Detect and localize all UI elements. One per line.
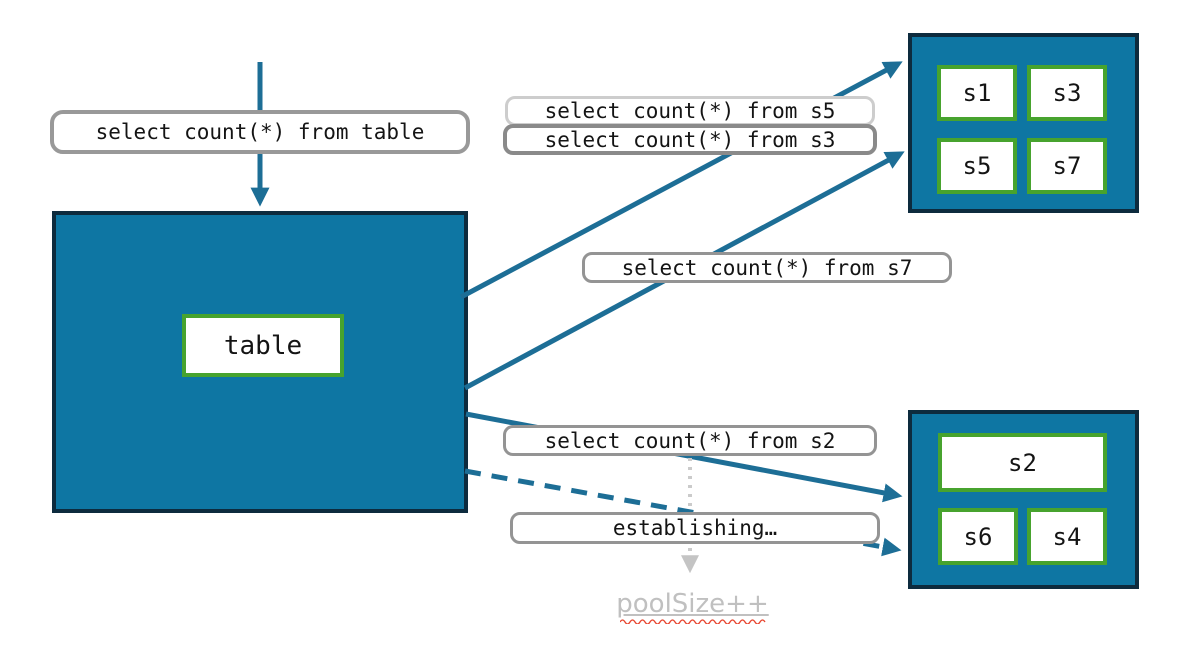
- poolsize-text: poolSize++: [616, 589, 769, 619]
- poolsize-note: poolSize++: [570, 589, 815, 624]
- query-label-from-table: select count(*) from table: [50, 110, 470, 154]
- shard-s1: s1: [937, 65, 1017, 121]
- shard-group-even: s2 s6 s4: [908, 410, 1139, 589]
- spellcheck-squiggle-icon: [619, 619, 766, 624]
- table-node: table: [52, 211, 468, 513]
- query-label-from-s2: select count(*) from s2: [503, 425, 877, 456]
- shard-s7: s7: [1027, 138, 1107, 194]
- query-label-from-s5: select count(*) from s5: [505, 96, 875, 126]
- query-label-establishing: establishing…: [510, 512, 880, 544]
- shard-s2: s2: [938, 433, 1107, 492]
- shard-s5: s5: [937, 138, 1017, 194]
- shard-group-odd: s1 s3 s5 s7: [908, 33, 1139, 213]
- shard-s4: s4: [1027, 508, 1107, 565]
- query-label-from-s7: select count(*) from s7: [582, 252, 952, 283]
- query-label-from-s3: select count(*) from s3: [503, 124, 877, 155]
- table-node-label: table: [182, 314, 344, 377]
- shard-s6: s6: [938, 508, 1018, 565]
- shard-s3: s3: [1027, 65, 1107, 121]
